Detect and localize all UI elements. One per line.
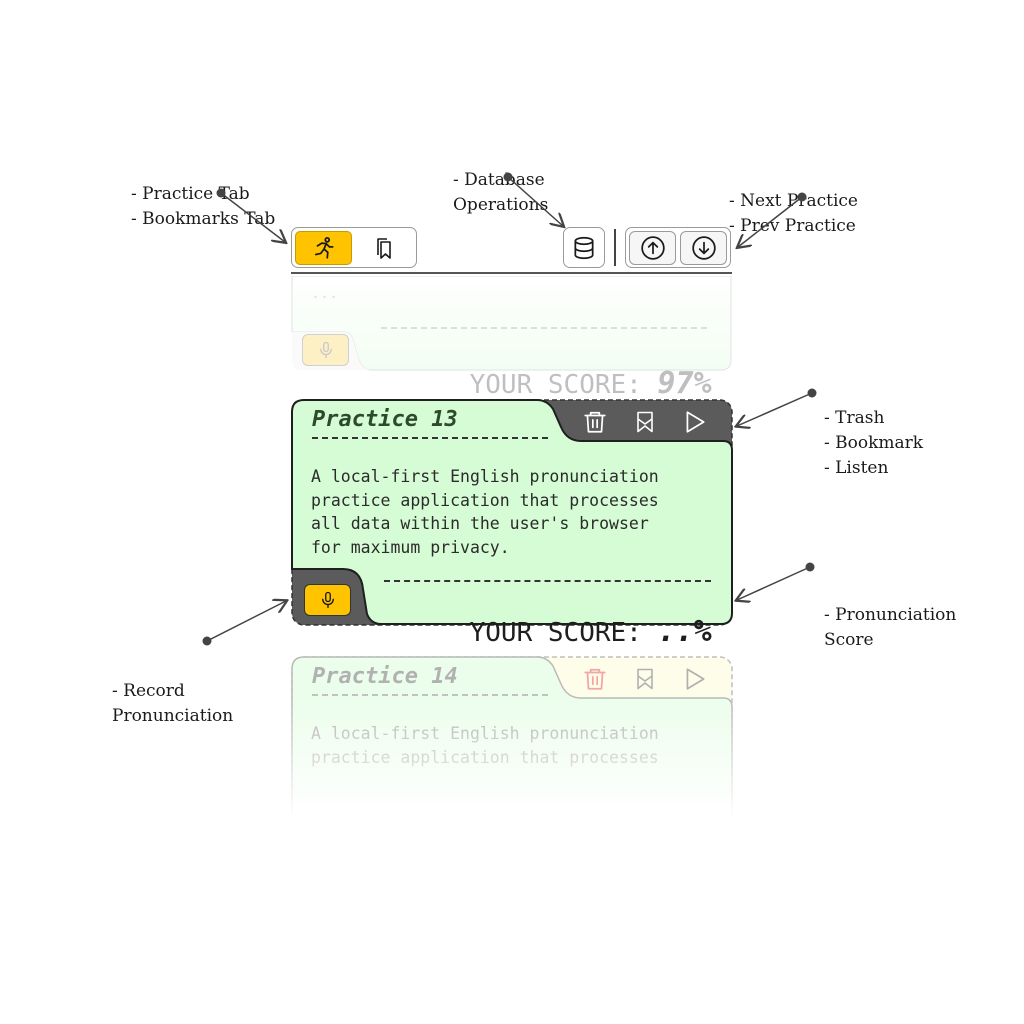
toolbar-divider bbox=[614, 229, 616, 266]
bookmark-button[interactable] bbox=[631, 408, 659, 436]
pronunciation-score: YOUR SCORE: ..% bbox=[469, 614, 712, 649]
next-card: Practice 14 A local-first English pronun… bbox=[291, 656, 733, 826]
nav-group bbox=[625, 227, 731, 268]
trash-button[interactable] bbox=[581, 408, 609, 436]
annotation-card-actions: - Trash- Bookmark- Listen bbox=[824, 408, 924, 478]
previous-record-button bbox=[302, 334, 349, 366]
play-icon bbox=[686, 411, 705, 433]
play-icon bbox=[686, 668, 705, 690]
trash-icon bbox=[584, 668, 606, 690]
microphone-icon bbox=[319, 341, 332, 359]
prev-practice-button[interactable] bbox=[629, 231, 676, 265]
previous-card: ... YOUR SCORE: 97% bbox=[291, 276, 732, 401]
arrow-up-circle-icon bbox=[640, 236, 665, 260]
previous-score: YOUR SCORE: 97% bbox=[469, 366, 712, 401]
next-title-underline bbox=[312, 694, 548, 696]
arrow-down-circle-icon bbox=[691, 236, 716, 260]
toolbar-underline bbox=[291, 272, 732, 274]
running-person-icon bbox=[314, 237, 334, 259]
arrow-score bbox=[737, 566, 811, 600]
next-trash-button bbox=[581, 665, 609, 693]
microphone-icon bbox=[321, 591, 334, 609]
listen-button[interactable] bbox=[681, 408, 709, 436]
tab-bookmarks[interactable] bbox=[356, 231, 413, 265]
card-title: Practice 13 bbox=[312, 407, 458, 432]
next-practice-button[interactable] bbox=[680, 231, 727, 265]
previous-card-shape bbox=[291, 276, 732, 371]
next-card-title: Practice 14 bbox=[312, 664, 458, 689]
next-card-shape bbox=[291, 656, 733, 826]
annotation-tabs: - Practice Tab- Bookmarks Tab bbox=[131, 184, 276, 229]
bookmarks-icon bbox=[376, 238, 391, 259]
record-button[interactable] bbox=[304, 584, 351, 616]
tab-group bbox=[291, 227, 417, 268]
annotation-navigation: - Next Practice- Prev Practice bbox=[729, 191, 858, 236]
database-icon bbox=[574, 236, 594, 259]
current-card: Practice 13 A local-first English pronun… bbox=[291, 399, 733, 649]
next-listen-button bbox=[681, 665, 709, 693]
score-separator bbox=[384, 580, 711, 582]
arrow-card-actions bbox=[737, 392, 813, 426]
title-underline bbox=[312, 437, 548, 439]
bookmark-icon bbox=[637, 668, 653, 690]
next-bookmark-button bbox=[631, 665, 659, 693]
tab-practice[interactable] bbox=[295, 231, 352, 265]
bookmark-icon bbox=[637, 411, 653, 433]
database-button[interactable] bbox=[563, 227, 605, 268]
previous-card-body: ... bbox=[311, 286, 339, 303]
trash-icon bbox=[584, 411, 606, 433]
current-card-shape bbox=[291, 399, 733, 626]
